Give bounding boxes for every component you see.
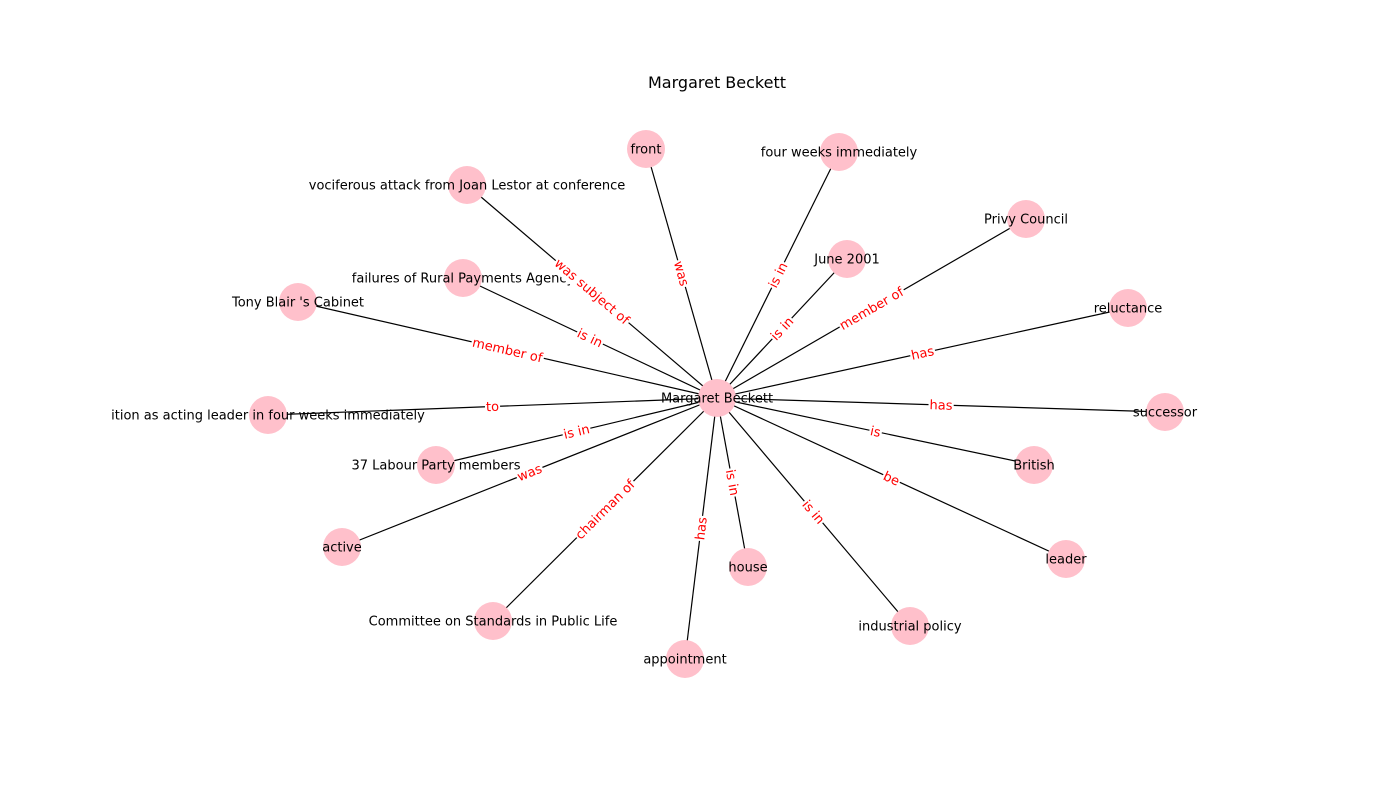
edge-label-bg-leader [879,468,903,491]
edge-label-labour-members: is in [562,422,591,443]
edge-label-group-appointment: has [692,515,712,542]
node-acting-leader [249,396,287,434]
node-appointment [666,640,704,678]
node-committee [474,602,512,640]
edge-label-bg-blair-cabinet [469,334,546,368]
node-four-weeks [820,133,858,171]
edge-label-group-successor: has [928,397,954,415]
node-label-vociferous: vociferous attack from Joan Lestor at co… [309,179,625,194]
edge-label-group-leader: be [879,468,903,491]
node-label-blair-cabinet: Tony Blair 's Cabinet [231,296,364,311]
edge-label-bg-reluctance [908,343,937,365]
node-label-industrial-policy: industrial policy [858,620,961,635]
edge-label-bg-rural-payments [573,325,606,353]
edge-label-group-blair-cabinet: member of [469,334,546,368]
edge-label-group-committee: chairman of [571,476,640,544]
node-vociferous [448,166,486,204]
node-rural-payments [444,259,482,297]
node-label-active: active [322,541,362,556]
node-june-2001 [828,240,866,278]
node-front [627,130,665,168]
edge-label-group-vociferous: was subject of [549,255,634,330]
edge-label-successor: has [929,398,953,414]
edge-label-bg-vociferous [549,255,634,330]
node-label-acting-leader: ition as acting leader in four weeks imm… [111,409,425,424]
node-center [698,379,736,417]
edge-label-bg-june-2001 [767,313,799,346]
edge-label-bg-front [669,258,693,290]
edge-label-bg-british [867,423,884,442]
node-leader [1047,540,1085,578]
node-successor [1146,393,1184,431]
node-label-rural-payments: failures of Rural Payments Agency [352,272,575,287]
node-house [729,548,767,586]
edge-label-bg-committee [571,476,640,544]
edge-label-bg-active [514,460,546,486]
edge-label-group-acting-leader: to [484,399,501,416]
edge-label-vociferous: was subject of [551,256,632,328]
edge-label-group-four-weeks: is in [765,259,793,292]
node-labour-members [417,446,455,484]
edge-label-reluctance: has [910,344,936,364]
node-label-privy-council: Privy Council [984,213,1068,228]
node-label-four-weeks: four weeks immediately [761,146,918,161]
edge-label-bg-acting-leader [484,399,501,416]
node-labels-layer: front four weeks immediately vociferous at… [111,143,1198,668]
edge-label-blair-cabinet: member of [471,336,545,367]
edge-label-british: is [869,424,882,441]
node-british [1015,446,1053,484]
edge-label-leader: be [881,469,902,489]
node-label-june-2001: June 2001 [813,253,880,268]
node-industrial-policy [891,607,929,645]
edge-label-bg-successor [928,397,954,415]
node-label-appointment: appointment [643,653,726,668]
edge-label-house: is in [722,468,742,497]
node-label-front: front [631,143,662,158]
edge-label-bg-industrial-policy [797,496,829,529]
node-label-house: house [728,561,767,576]
node-label-leader: leader [1045,553,1087,568]
node-reluctance [1109,289,1147,327]
node-label-committee: Committee on Standards in Public Life [369,615,618,630]
edge-label-group-house: is in [721,467,742,499]
edge-label-bg-four-weeks [765,259,793,292]
node-label-british: British [1013,459,1055,474]
node-active [323,528,361,566]
node-label-successor: successor [1133,406,1198,421]
edge-label-group-british: is [867,423,884,442]
node-blair-cabinet [279,283,317,321]
edge-label-group-privy-council: member of [836,283,909,335]
edge-label-group-rural-payments: is in [573,325,606,353]
edge-label-group-front: was [669,258,693,290]
nodes-layer [249,130,1184,678]
edge-label-group-reluctance: has [908,343,937,365]
edge-label-privy-council: member of [837,285,907,334]
edge-label-group-june-2001: is in [767,313,799,346]
node-label-labour-members: 37 Labour Party members [352,459,521,474]
edge-label-committee: chairman of [573,477,639,543]
edge-label-group-labour-members: is in [561,421,593,444]
edge-label-acting-leader: to [486,400,500,415]
edge-label-bg-privy-council [836,283,909,335]
graph-title: Margaret Beckett [648,73,786,92]
node-label-center: Margaret Beckett [661,392,773,407]
node-privy-council [1007,200,1045,238]
edge-label-appointment: has [693,516,711,541]
edge-label-bg-appointment [692,515,712,542]
edge-label-bg-labour-members [561,421,593,444]
edge-label-june-2001: is in [768,314,797,344]
node-label-reluctance: reluctance [1094,302,1163,317]
edge-label-bg-house [721,467,742,499]
edge-label-front: was [670,260,691,289]
